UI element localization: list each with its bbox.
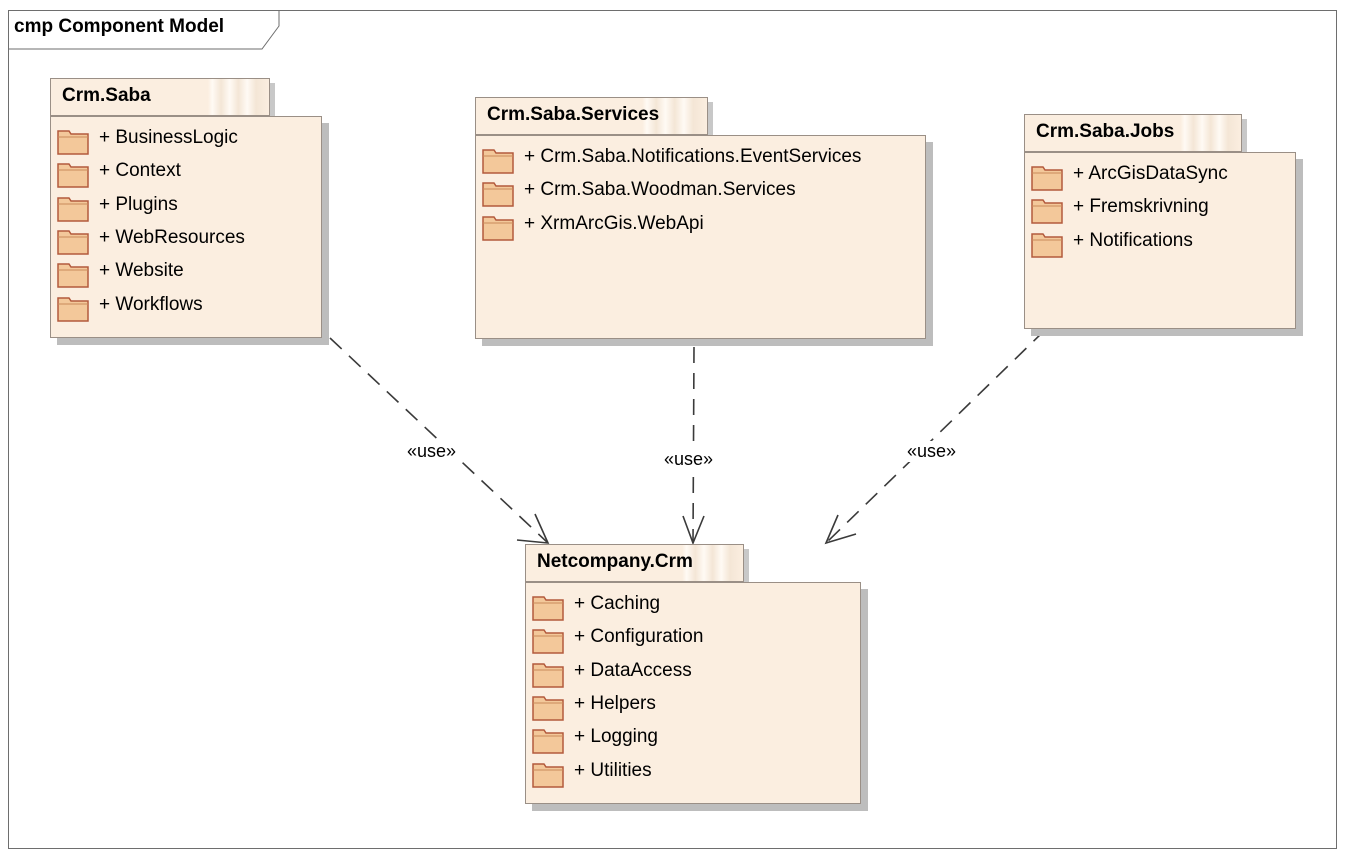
folder-icon [57,130,89,155]
folder-icon [482,216,514,241]
package-item-label: + Context [99,160,181,181]
folder-icon [57,263,89,288]
folder-icon [57,297,89,322]
package-body: + ArcGisDataSync + Fremskrivning + Notif… [1024,152,1296,329]
package-item-label: + XrmArcGis.WebApi [524,213,704,234]
package-item-label: + BusinessLogic [99,127,238,148]
package-body: + Caching + Configuration + DataAccess +… [525,582,861,804]
arrowhead [516,513,550,544]
folder-icon [532,763,564,788]
package-item-label: + Crm.Saba.Woodman.Services [524,179,796,200]
package-item-label: + WebResources [99,227,245,248]
package-item-label: + Workflows [99,294,203,315]
arrowhead [682,515,705,546]
stereotype-use-label: «use» [405,441,459,462]
folder-icon [1031,199,1063,224]
package-item-label: + DataAccess [574,660,692,681]
package-tab: Crm.Saba.Jobs [1024,114,1242,152]
package-item-label: + Plugins [99,194,178,215]
folder-icon [1031,233,1063,258]
package-item-label: + Caching [574,593,661,614]
package-item-label: + ArcGisDataSync [1073,163,1228,184]
folder-icon [532,596,564,621]
package-body: + BusinessLogic + Context + Plugins + We… [50,116,322,338]
folder-icon [532,629,564,654]
package-name: Crm.Saba.Jobs [1036,121,1175,142]
folder-icon [532,663,564,688]
package-item-label: + Website [99,260,184,281]
dependency-line [692,346,695,544]
package-name: Crm.Saba.Services [487,104,660,125]
package-tab: Crm.Saba.Services [475,97,708,135]
folder-icon [57,163,89,188]
dependency-line [329,337,549,544]
package-item-label: + Logging [574,726,658,747]
arrowhead [824,514,857,545]
folder-icon [482,182,514,207]
dependency-line [825,329,1046,544]
stereotype-use-label: «use» [905,441,959,462]
package-item-label: + Crm.Saba.Notifications.EventServices [524,146,862,167]
diagram-frame [8,10,1337,849]
package-tab: Netcompany.Crm [525,544,744,582]
package-body: + Crm.Saba.Notifications.EventServices +… [475,135,926,339]
folder-icon [57,230,89,255]
folder-icon [482,149,514,174]
package-item-label: + Fremskrivning [1073,196,1209,217]
package-name: Netcompany.Crm [537,551,693,572]
folder-icon [57,197,89,222]
package-item-label: + Utilities [574,760,652,781]
frame-tab [8,10,280,50]
frame-title: cmp Component Model [14,16,225,37]
package-tab: Crm.Saba [50,78,270,116]
stereotype-use-label: «use» [662,449,716,470]
folder-icon [1031,166,1063,191]
package-item-label: + Configuration [574,626,704,647]
folder-icon [532,696,564,721]
package-item-label: + Notifications [1073,230,1193,251]
folder-icon [532,729,564,754]
package-name: Crm.Saba [62,85,151,106]
package-item-label: + Helpers [574,693,656,714]
